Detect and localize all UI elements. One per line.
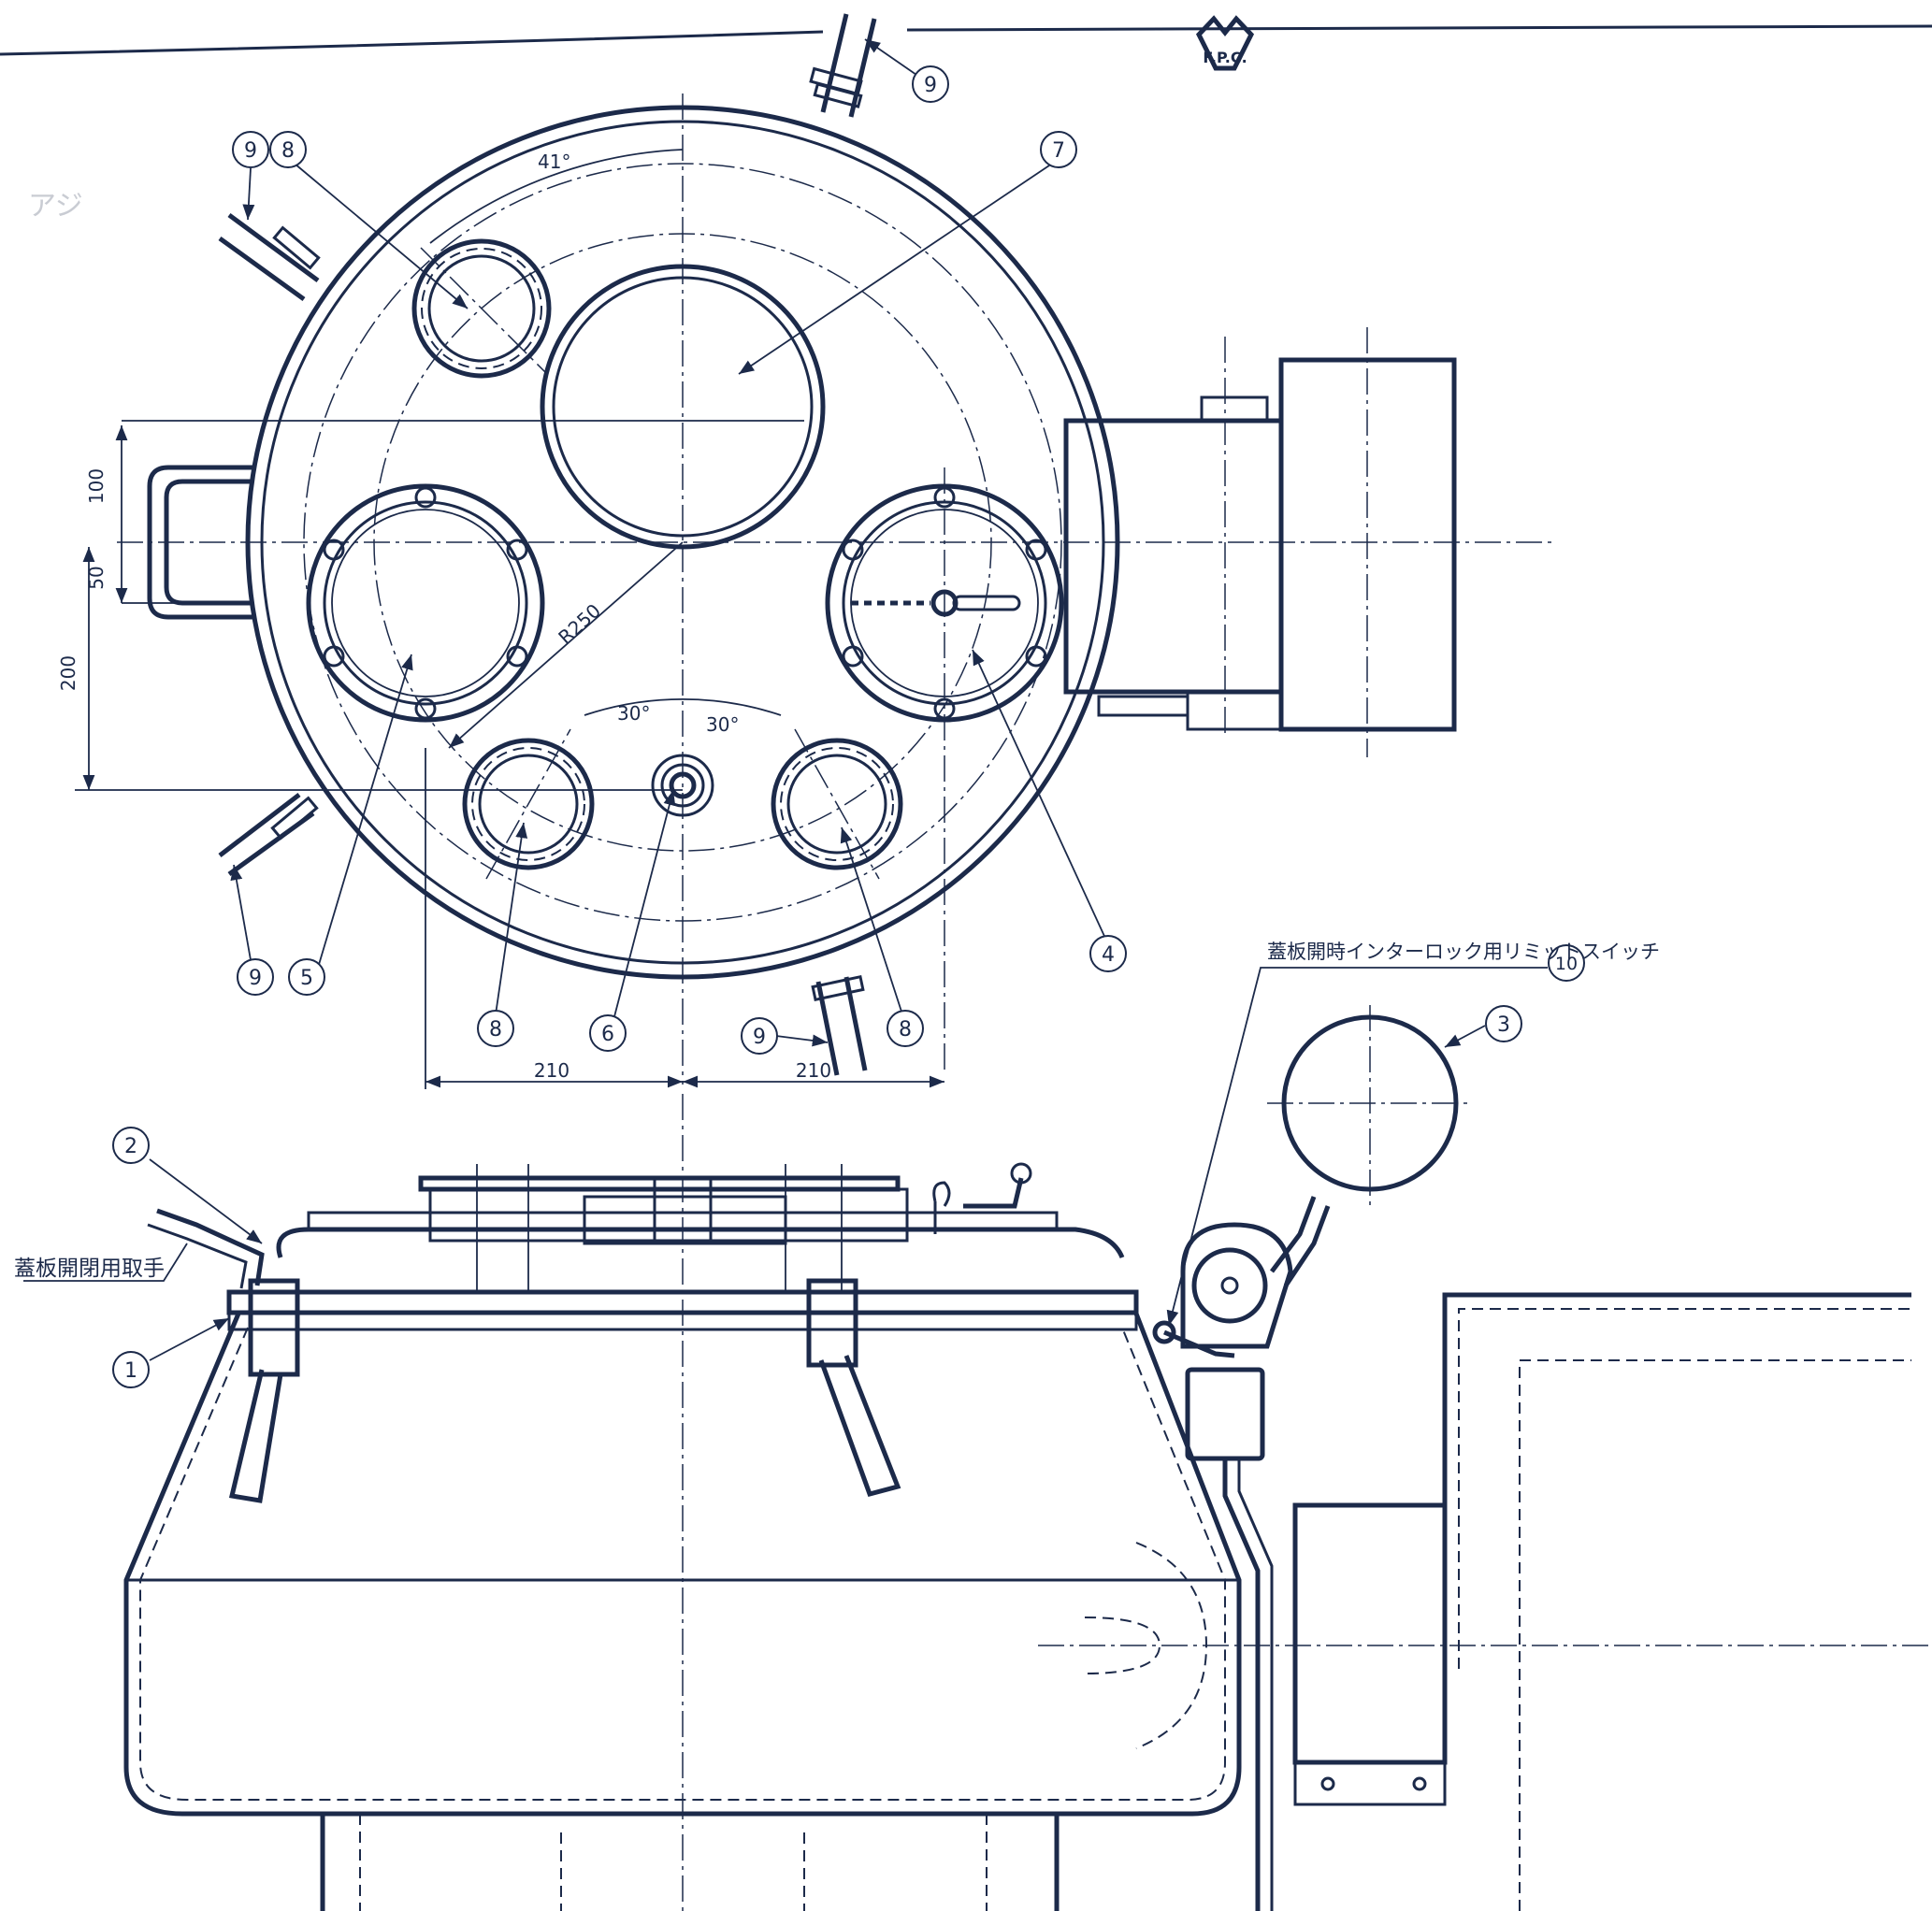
balloon-9-top: 9 xyxy=(912,65,949,103)
port-5 xyxy=(306,483,545,723)
svg-text:8: 8 xyxy=(899,1018,912,1042)
balloon-1: 1 xyxy=(112,1351,150,1388)
balloon-8-upper: 8 xyxy=(269,131,307,168)
svg-text:4: 4 xyxy=(1102,943,1115,967)
svg-text:9: 9 xyxy=(753,1026,766,1049)
note-lid-handle: 蓋板開閉用取手 xyxy=(14,1257,165,1281)
balloon-6: 6 xyxy=(589,1014,627,1052)
balloons: 1 2 3 4 5 6 7 8 8 8 9 9 9 9 10 xyxy=(112,65,1585,1388)
fpc-logo: F.P.C. xyxy=(1195,15,1255,71)
leaders xyxy=(23,38,1548,1361)
svg-text:9: 9 xyxy=(249,967,262,990)
nozzle-9-bottom xyxy=(811,974,868,1076)
dim-50: 50 xyxy=(85,566,108,589)
port-8-lower-left xyxy=(462,728,595,880)
balloon-10: 10 xyxy=(1548,944,1585,982)
balloon-8-lower-right: 8 xyxy=(887,1010,924,1047)
nozzle-9-top xyxy=(809,13,877,118)
title-border xyxy=(0,24,1932,56)
svg-text:9: 9 xyxy=(244,139,257,163)
svg-text:8: 8 xyxy=(489,1018,502,1042)
svg-text:9: 9 xyxy=(924,74,937,97)
dim-radius: R250 xyxy=(554,599,605,649)
balloon-5: 5 xyxy=(288,958,325,996)
balloon-9-upper-left: 9 xyxy=(232,131,269,168)
balloon-9-bottom: 9 xyxy=(741,1017,778,1055)
port-6 xyxy=(651,754,714,817)
port-8-upper-left xyxy=(411,238,552,379)
port-4 xyxy=(825,467,1064,1075)
plan-view: 100 50 200 210 210 41° 30° 30° R250 xyxy=(57,13,1552,1089)
clamp-center xyxy=(806,1278,901,1498)
svg-text:3: 3 xyxy=(1497,1013,1510,1037)
balloon-2: 2 xyxy=(112,1127,150,1164)
balloon-4: 4 xyxy=(1089,935,1127,972)
balloon-8-lower-left: 8 xyxy=(477,1010,514,1047)
port-8-lower-right xyxy=(771,728,903,880)
dim-100: 100 xyxy=(85,468,108,504)
svg-text:6: 6 xyxy=(601,1023,614,1046)
dim-angle-30-left: 30° xyxy=(617,702,650,725)
left-handle xyxy=(147,465,252,620)
logo-text: F.P.C. xyxy=(1203,49,1247,66)
dim-210-left: 210 xyxy=(534,1059,570,1082)
faded-margin-text: アジ xyxy=(28,190,83,223)
elevation-view xyxy=(123,1005,1932,1911)
svg-text:1: 1 xyxy=(124,1359,137,1383)
dim-angle-41: 41° xyxy=(538,151,570,173)
dimensions-plan xyxy=(82,425,944,1089)
clamp-left xyxy=(228,1278,300,1503)
dim-200: 200 xyxy=(57,655,79,691)
svg-text:8: 8 xyxy=(281,139,295,163)
dim-angle-30-right: 30° xyxy=(706,713,739,736)
nozzle-9-lower-left xyxy=(218,793,319,877)
balloon-3: 3 xyxy=(1485,1005,1522,1042)
svg-text:7: 7 xyxy=(1052,139,1065,163)
svg-text:5: 5 xyxy=(300,967,313,990)
balloon-9-lower-left: 9 xyxy=(237,958,274,996)
svg-text:2: 2 xyxy=(124,1135,137,1158)
balloon-7: 7 xyxy=(1040,131,1077,168)
svg-text:10: 10 xyxy=(1555,954,1578,974)
port-7 xyxy=(540,264,826,550)
note-limit-switch: 蓋板開時インターロック用リミットスイッチ xyxy=(1267,941,1660,963)
side-gearbox xyxy=(1063,327,1457,757)
nozzle-9-upper-left xyxy=(218,212,321,302)
dim-210-right: 210 xyxy=(796,1059,831,1082)
